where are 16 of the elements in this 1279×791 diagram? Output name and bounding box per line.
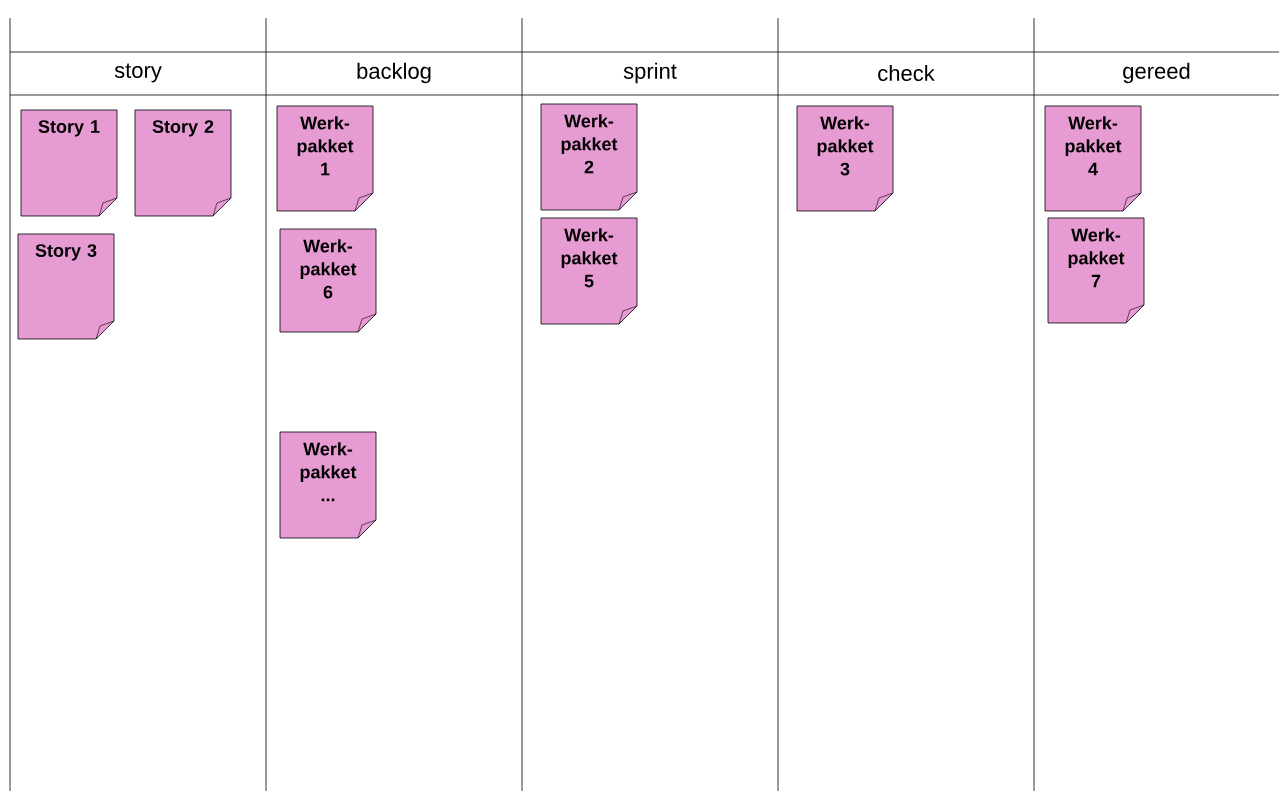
sticky-note: Werk- pakket 5 — [540, 217, 638, 325]
sticky-note: Werk- pakket 1 — [276, 105, 374, 212]
sticky-note: Werk- pakket 7 — [1047, 217, 1145, 324]
sticky-note: Story 2 — [134, 109, 232, 217]
sticky-note: Werk- pakket ... — [279, 431, 377, 539]
sticky-note: Werk- pakket 2 — [540, 103, 638, 211]
column-header: sprint — [623, 62, 677, 84]
sticky-note: Werk- pakket 4 — [1044, 105, 1142, 212]
sticky-note: Werk- pakket 6 — [279, 228, 377, 333]
sticky-note: Story 1 — [20, 109, 118, 217]
sticky-note: Story 3 — [17, 233, 115, 340]
column-header: story — [114, 63, 162, 83]
column-header: gereed — [1123, 62, 1190, 84]
column-header: backlog — [357, 62, 431, 84]
column-header: check — [878, 64, 935, 82]
sticky-note: Werk- pakket 3 — [796, 105, 894, 212]
